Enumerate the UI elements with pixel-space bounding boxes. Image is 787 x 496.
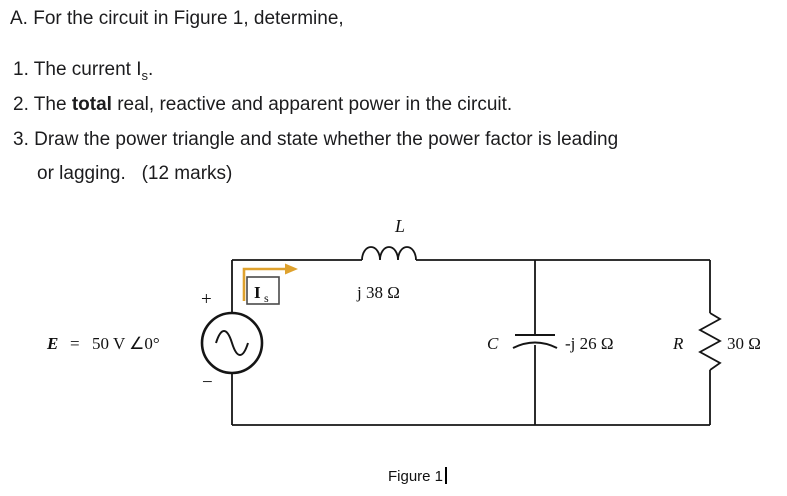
item1-subscript: s bbox=[141, 67, 149, 83]
source-plus-sign: + bbox=[201, 289, 212, 310]
resistor-value-label: 30 Ω bbox=[727, 334, 761, 353]
source-equals-sign: = bbox=[70, 334, 80, 353]
problem-item-1: 1. The current Is. bbox=[13, 59, 153, 83]
item2-post: real, reactive and apparent power in the… bbox=[111, 94, 513, 115]
current-label: I bbox=[254, 283, 261, 302]
item1-text: 1. The current I bbox=[13, 59, 142, 80]
item1-period: . bbox=[148, 59, 154, 80]
capacitor-value-label: -j 26 Ω bbox=[565, 334, 614, 353]
source-minus-sign: − bbox=[202, 372, 213, 393]
circuit-wires bbox=[231, 259, 711, 426]
capacitor-plate-bottom bbox=[512, 341, 558, 349]
problem-intro: A. For the circuit in Figure 1, determin… bbox=[10, 8, 344, 29]
source-name-label: E bbox=[46, 334, 58, 353]
source-value-label: 50 V ∠0° bbox=[92, 334, 160, 353]
capacitor-icon bbox=[512, 334, 558, 349]
ac-source-sine-icon bbox=[215, 330, 249, 356]
inductor-coil-icon bbox=[361, 246, 417, 261]
text-cursor bbox=[445, 467, 447, 484]
current-label-box bbox=[246, 276, 280, 305]
figure-caption: Figure 1 bbox=[388, 467, 447, 485]
problem-item-3-line1: 3. Draw the power triangle and state whe… bbox=[13, 129, 619, 150]
inductor-name-label: L bbox=[394, 216, 405, 236]
item2-bold-word: total bbox=[71, 94, 112, 115]
current-arrow-icon bbox=[242, 267, 286, 301]
current-label-subscript: s bbox=[264, 291, 269, 305]
figure-caption-text: Figure 1 bbox=[388, 468, 444, 485]
inductor-value-label: j 38 Ω bbox=[356, 283, 400, 302]
circuit-diagram: I s + − E = 50 V ∠0° L j 38 Ω C -j 26 Ω … bbox=[46, 216, 761, 426]
current-arrowhead-icon bbox=[285, 263, 298, 275]
resistor-zigzag-icon bbox=[698, 312, 722, 371]
capacitor-name-label: C bbox=[487, 334, 499, 353]
item2-pre: 2. The bbox=[13, 94, 72, 115]
resistor-name-label: R bbox=[672, 334, 684, 353]
problem-item-3-line2: or lagging. (12 marks) bbox=[37, 163, 233, 184]
problem-item-2: 2. The total real, reactive and apparent… bbox=[13, 94, 512, 116]
